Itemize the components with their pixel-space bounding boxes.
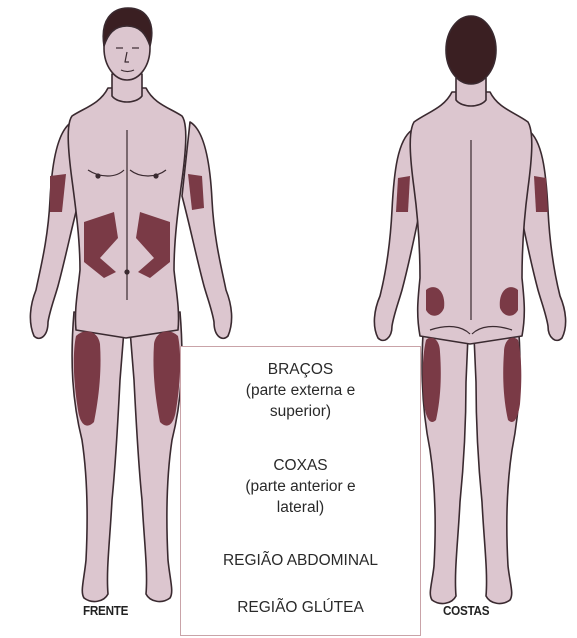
- legend-abdomen: REGIÃO ABDOMINAL: [181, 550, 420, 571]
- back-label: COSTAS: [443, 603, 489, 618]
- legend-arms: BRAÇOS (parte externa e superior): [181, 359, 420, 422]
- legend-abdomen-title: REGIÃO ABDOMINAL: [181, 550, 420, 571]
- legend-box: BRAÇOS (parte externa e superior) COXAS …: [180, 346, 421, 636]
- back-zone-left-arm: [396, 176, 410, 212]
- legend-arms-detail-1: (parte externa e: [181, 380, 420, 401]
- front-label: FRENTE: [83, 603, 128, 618]
- front-right-arm: [182, 122, 232, 338]
- legend-gluteal-title: REGIÃO GLÚTEA: [181, 597, 420, 618]
- back-zone-right-arm: [534, 176, 548, 212]
- back-head: [446, 16, 496, 84]
- legend-thighs-title: COXAS: [181, 455, 420, 476]
- legend-thighs-detail-1: (parte anterior e: [181, 476, 420, 497]
- legend-arms-detail-2: superior): [181, 401, 420, 422]
- legend-thighs-detail-2: lateral): [181, 497, 420, 518]
- legend-gluteal: REGIÃO GLÚTEA: [181, 597, 420, 618]
- legend-thighs: COXAS (parte anterior e lateral): [181, 455, 420, 518]
- legend-arms-title: BRAÇOS: [181, 359, 420, 380]
